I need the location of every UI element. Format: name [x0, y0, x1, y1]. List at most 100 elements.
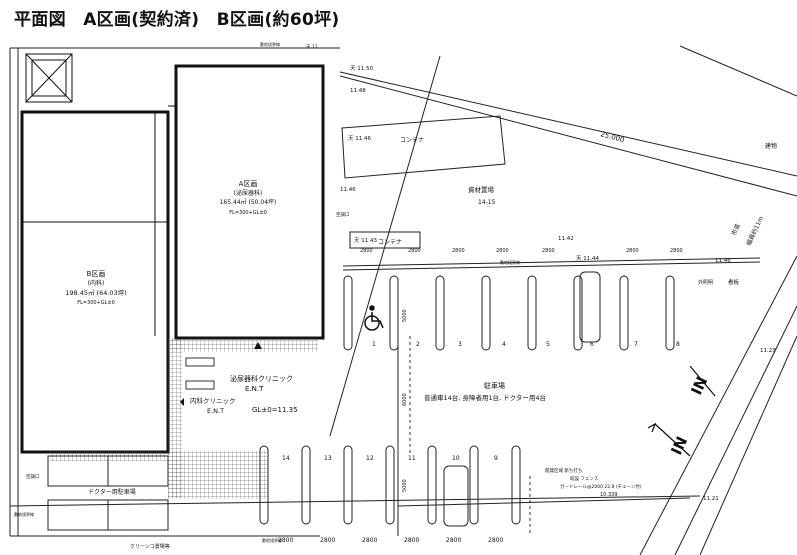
container-label-1: コンテナ	[400, 137, 424, 144]
dim-total: 10.339	[600, 492, 618, 498]
doctor-parking-stalls	[47, 455, 169, 531]
road-width-label: 幅員約11m	[745, 215, 766, 247]
ground-level: GL±0=11.35	[252, 406, 298, 414]
container-boxes	[341, 115, 506, 249]
storage-label: 資材置場	[468, 185, 495, 194]
dims-top: 2800 2800 2800 2800 2800 2800 2800	[360, 248, 683, 254]
fence-label: 既設 フェンス	[570, 475, 599, 482]
elevation-5: 天 11.43	[354, 237, 377, 244]
stall-5: 5	[546, 341, 550, 348]
container-label-2: コンテナ	[378, 239, 402, 246]
section-b-area: 198.45㎡ (64.03坪)	[65, 288, 127, 297]
elevation-3: 天 11.46	[348, 135, 371, 142]
elevation-9: 11.23	[760, 348, 776, 354]
stall-14: 14	[282, 455, 290, 462]
fence-note-2: ガードレール@2000 22.8 (チェーン付)	[560, 483, 642, 490]
section-a-area: 165.44㎡ (50.04坪)	[220, 198, 277, 206]
dim-bottom-2: 2800	[320, 537, 335, 544]
stall-11: 11	[408, 455, 416, 462]
dim-top-5: 2800	[542, 248, 555, 254]
clinic-b-ent: E.N.T	[207, 407, 224, 415]
dim-bottom-3: 2800	[362, 537, 377, 544]
parking-detail: 普通車14台, 身障者用1台, ドクター用4台	[424, 393, 546, 402]
air-intake-label-2: 空調口	[26, 473, 40, 480]
in-arrow	[647, 365, 716, 457]
lot-line-label: 敷地境界線	[500, 259, 520, 265]
dim-top-6: 2800	[626, 248, 639, 254]
clinic-a-ent: E.N.T	[245, 385, 264, 393]
elevation-small: 天 11	[306, 44, 318, 50]
bottom-note: クリーンコ置場等	[130, 543, 170, 550]
stall-8: 8	[676, 341, 680, 348]
page-title: 平面図 A区画(契約済) B区画(約60坪)	[14, 10, 340, 30]
dim-vertical-2: 6000	[402, 393, 408, 406]
diagonal-lines	[329, 45, 797, 555]
dim-vertical-1: 5000	[402, 309, 408, 322]
dim-top-4: 2800	[496, 248, 509, 254]
dim-top-2: 2800	[408, 248, 421, 254]
elevation-8: 11.46	[715, 258, 731, 264]
section-b-use: (内科)	[88, 279, 105, 287]
elevation-10: 11.21	[703, 496, 719, 502]
lot-line-label-3: 敷地境界線	[14, 511, 34, 517]
dim-top-3: 2800	[452, 248, 465, 254]
fence-note: 開発区域 新ち打ち	[545, 467, 582, 474]
site-boundary	[9, 47, 701, 537]
bottom-note-2: 敷地境界線	[262, 537, 282, 543]
building-label: 建物	[765, 142, 777, 150]
dim-bottom-1: 2800	[278, 537, 293, 544]
road-label: 市道	[730, 223, 742, 237]
stall-9: 9	[494, 455, 498, 462]
distance-label: 25.000	[599, 130, 625, 144]
section-b-labels: B区画 (内科) 198.45㎡ (64.03坪) FL=300+GL±0	[65, 270, 127, 306]
stall-6: 6	[590, 341, 594, 348]
section-a-labels: A区画 (泌尿器科) 165.44㎡ (50.04坪) FL=300+GL±0	[220, 180, 277, 216]
air-intake-label: 空調口	[336, 211, 350, 218]
parking-stalls-bottom	[259, 445, 521, 525]
storage-number: 14-15	[478, 199, 496, 206]
parking-numbers-bottom: 14 13 12 11 10 9	[282, 455, 498, 462]
stall-3: 3	[458, 341, 462, 348]
clinic-b-label: 内科クリニック	[190, 396, 236, 405]
stair-box	[25, 53, 73, 103]
elevation-4: 11.46	[340, 187, 356, 193]
dim-vertical-3: 5000	[402, 479, 408, 492]
section-a-name: A区画	[239, 180, 258, 188]
dims-bottom: 2800 2800 2800 2800 2800 2800	[278, 537, 503, 544]
stall-13: 13	[324, 455, 332, 462]
elevation-2: 11.48	[350, 88, 366, 94]
stall-12: 12	[366, 455, 374, 462]
parking-stalls-top	[343, 275, 675, 351]
signboard-label: 看板	[728, 278, 740, 286]
dim-bottom-4: 2800	[404, 537, 419, 544]
wheelchair-icon	[364, 305, 384, 331]
dim-top-1: 2800	[360, 248, 373, 254]
parking-label: 駐車場	[484, 381, 505, 390]
dim-bottom-6: 2800	[488, 537, 503, 544]
entrance-b-marker	[180, 398, 184, 406]
stall-1: 1	[372, 341, 376, 348]
stall-2: 2	[416, 341, 420, 348]
in-sign-2: IN	[687, 374, 711, 398]
clinic-a-label: 泌尿器科クリニック	[230, 374, 293, 383]
dim-top-7: 2800	[670, 248, 683, 254]
sign-light-label: 外照明	[698, 279, 713, 286]
lot-line-label-2: 敷地境界線	[260, 41, 280, 47]
entrance-hatch	[50, 338, 318, 499]
elevation-6: 11.42	[558, 236, 574, 242]
section-b-floor: FL=300+GL±0	[77, 300, 115, 306]
dim-bottom-5: 2800	[446, 537, 461, 544]
elevation-1: 天 11.50	[350, 65, 373, 72]
elevation-7: 天 11.44	[576, 255, 599, 262]
floor-plan: A区画 (泌尿器科) 165.44㎡ (50.04坪) FL=300+GL±0 …	[9, 41, 797, 555]
doctor-parking-label: ドクター用駐車場	[88, 488, 136, 496]
stall-4: 4	[502, 341, 506, 348]
stall-7: 7	[634, 341, 638, 348]
section-b-name: B区画	[87, 270, 106, 278]
entrance-a-marker	[254, 342, 262, 349]
parking-numbers-top: 1 2 3 4 5 6 7 8	[372, 341, 680, 348]
in-sign: IN	[667, 434, 691, 458]
stall-10: 10	[452, 455, 460, 462]
section-a-use: (泌尿器科)	[234, 189, 263, 197]
section-a-floor: FL=300+GL±0	[229, 210, 267, 216]
